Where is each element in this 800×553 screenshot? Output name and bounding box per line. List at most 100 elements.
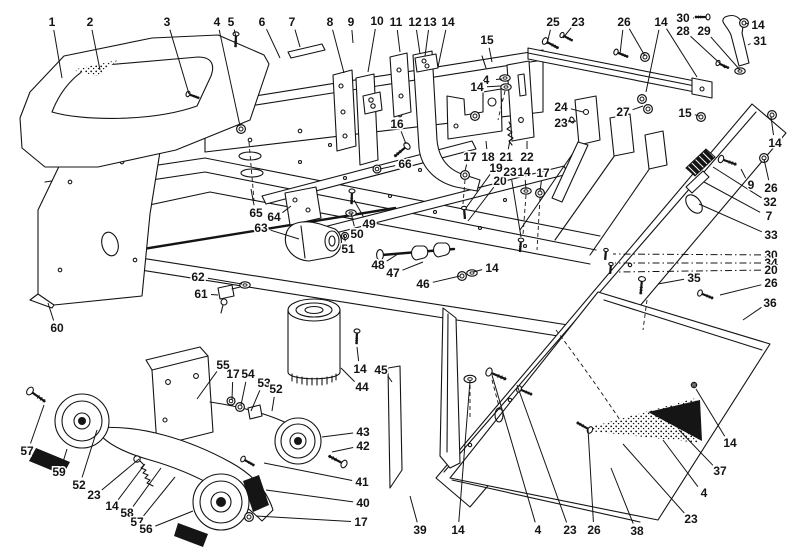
part-callout-8-7: 8 <box>327 15 334 29</box>
washer-54 <box>235 402 245 412</box>
part-callout-4-94: 4 <box>701 486 708 500</box>
leader-line-18 <box>486 141 487 149</box>
part-callout-39-87: 39 <box>413 523 427 537</box>
part-callout-18-33: 18 <box>481 150 495 164</box>
part-callout-3-2: 3 <box>164 15 171 29</box>
leader-line-14 <box>357 347 359 361</box>
leader-line-23 <box>512 180 521 237</box>
bracket-39 <box>440 308 460 468</box>
part-callout-52-73: 52 <box>269 382 283 396</box>
spacer-53 <box>248 405 262 419</box>
leader-line-17 <box>232 382 233 400</box>
part-callout-57-79: 57 <box>20 444 34 458</box>
belt-segment <box>174 523 208 547</box>
strap-22 <box>507 61 534 141</box>
leader-line-53 <box>251 390 260 411</box>
part-callout-16-30: 16 <box>390 117 404 131</box>
part-callout-31-23: 31 <box>753 34 767 48</box>
center-components <box>236 56 546 281</box>
pulley-43 <box>275 418 321 464</box>
leader-line-46 <box>433 276 460 282</box>
part-callout-43-74: 43 <box>356 425 370 439</box>
leader-line-60 <box>48 303 54 321</box>
part-callout-21-34: 21 <box>499 150 513 164</box>
leader-line-61 <box>211 295 218 296</box>
part-callout-30-47: 30 <box>764 248 778 262</box>
part-callout-14-41: 14 <box>768 136 782 150</box>
leader-line-45 <box>388 376 392 382</box>
hook-31 <box>723 16 749 66</box>
part-callout-20-49: 20 <box>764 263 778 277</box>
leader-line-58 <box>133 468 161 507</box>
pin-15 <box>482 56 486 68</box>
leader-line-14 <box>771 117 774 135</box>
bracket-64 <box>285 187 321 225</box>
leader-line-23 <box>571 121 576 122</box>
part-callout-34-48: 34 <box>764 256 778 270</box>
leader-line-51 <box>344 235 345 241</box>
leader-line-14 <box>438 30 446 67</box>
leader-line-48 <box>387 254 398 261</box>
leader-line-62 <box>208 278 242 284</box>
part-callout-37-95: 37 <box>713 464 727 478</box>
leader-line-6 <box>267 29 281 58</box>
leader-line-50 <box>351 213 354 226</box>
leader-line-26 <box>764 159 769 180</box>
part-callout-4-3: 4 <box>214 15 221 29</box>
bracket-55 <box>152 356 213 446</box>
leader-line-56 <box>155 511 193 526</box>
part-callout-14-25: 14 <box>470 80 484 94</box>
hole-marks <box>299 144 527 248</box>
hood-grille-2 <box>72 60 118 76</box>
leader-line-26 <box>720 285 761 295</box>
leader-line-15 <box>695 115 699 116</box>
leader-line-14 <box>473 270 482 272</box>
bolt-14-chute <box>690 381 698 389</box>
leader-line-26 <box>629 29 645 56</box>
part-callout-46-61: 46 <box>416 277 430 291</box>
part-callout-59-80: 59 <box>52 465 66 479</box>
leader-line-42 <box>332 448 353 453</box>
leader-line-24 <box>571 109 583 112</box>
part-callout-14-88: 14 <box>451 523 465 537</box>
part-callout-64-54: 64 <box>267 210 281 224</box>
bracket-12-13 <box>413 51 480 191</box>
part-callout-27-28: 27 <box>616 105 630 119</box>
part-callout-50-57: 50 <box>350 227 364 241</box>
leader-line-63 <box>271 230 299 239</box>
part-callout-14-39: 14 <box>517 165 531 179</box>
part-callout-44-68: 44 <box>355 380 369 394</box>
part-callout-38-92: 38 <box>630 524 644 538</box>
part-callout-65-53: 65 <box>249 206 263 220</box>
part-callout-5-4: 5 <box>228 15 235 29</box>
part-callout-17-40: 17 <box>536 166 550 180</box>
hood-assembly <box>20 31 325 167</box>
pulley-housing-63 <box>285 222 341 261</box>
leader-line-33 <box>699 204 762 232</box>
leader-line-43 <box>322 433 353 437</box>
part-callout-14-62: 14 <box>485 261 499 275</box>
leader-line-26 <box>588 429 593 522</box>
leader-line-41 <box>264 463 352 481</box>
bolt-26-b <box>639 51 651 63</box>
leader-line-35 <box>658 279 684 284</box>
part-callout-6-5: 6 <box>259 15 266 29</box>
leader-line-14 <box>525 180 526 189</box>
part-callout-61-64: 61 <box>194 287 208 301</box>
leader-line-11 <box>397 30 400 52</box>
leader-line-57 <box>144 477 176 516</box>
part-callout-26-91: 26 <box>587 523 601 537</box>
oval-hole <box>495 408 503 422</box>
leader-line-44 <box>341 368 355 382</box>
leader-lines <box>31 18 774 526</box>
leader-line-23 <box>623 444 684 513</box>
bolt-27-b <box>642 103 654 115</box>
part-callout-41-76: 41 <box>355 475 369 489</box>
leader-line-54 <box>241 382 246 405</box>
part-callout-26-51: 26 <box>764 276 778 290</box>
leader-line-4 <box>492 375 535 522</box>
part-callout-35-50: 35 <box>687 271 701 285</box>
bolt-30-target <box>602 247 609 261</box>
part-callout-29-22: 29 <box>697 24 711 38</box>
